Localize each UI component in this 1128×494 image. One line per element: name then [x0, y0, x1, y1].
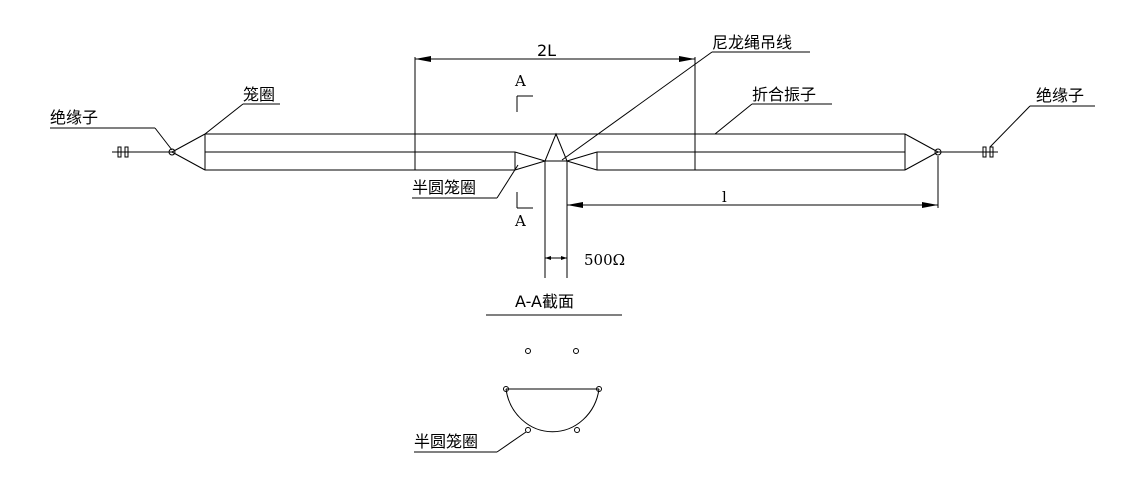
- leader-half-cage-section: [414, 431, 527, 453]
- leader-half-cage: [412, 164, 519, 199]
- center-feed: [544, 132, 568, 278]
- leader-insulator-left: [50, 127, 173, 151]
- impedance-dimension: [545, 256, 567, 260]
- label-half-cage: 半圆笼圈: [412, 178, 476, 197]
- section-mark-top: [516, 95, 533, 112]
- label-folded-dipole: 折合振子: [752, 85, 816, 104]
- left-insulator-assembly: [112, 146, 176, 158]
- label-insulator-left: 绝缘子: [50, 108, 98, 127]
- section-title: A-A截面: [515, 292, 574, 311]
- impedance-label: 500Ω: [584, 251, 625, 269]
- left-dipole-cage: [171, 133, 555, 171]
- label-cage-ring: 笼圈: [243, 85, 275, 104]
- section-mark-top-label: A: [514, 72, 526, 90]
- label-insulator-right: 绝缘子: [1036, 86, 1084, 105]
- section-view-half-cage: [503, 386, 602, 433]
- section-view-conductors: [525, 348, 579, 354]
- leader-insulator-right: [989, 105, 1095, 148]
- label-nylon-rope: 尼龙绳吊线: [712, 33, 792, 52]
- dimension-2L-label: 2L: [537, 41, 556, 60]
- label-half-cage-section: 半圆笼圈: [414, 432, 478, 451]
- dimension-l: [567, 156, 939, 208]
- dimension-2L: [414, 56, 696, 170]
- right-insulator-assembly: [934, 146, 998, 158]
- section-mark-bottom: [516, 192, 533, 209]
- section-mark-bottom-label: A: [514, 212, 526, 230]
- leader-cage-ring: [204, 103, 280, 135]
- right-dipole-cage: [555, 133, 939, 171]
- dimension-l-label: l: [722, 188, 727, 206]
- leader-nylon-rope: [561, 51, 810, 161]
- leader-folded-dipole: [714, 103, 832, 135]
